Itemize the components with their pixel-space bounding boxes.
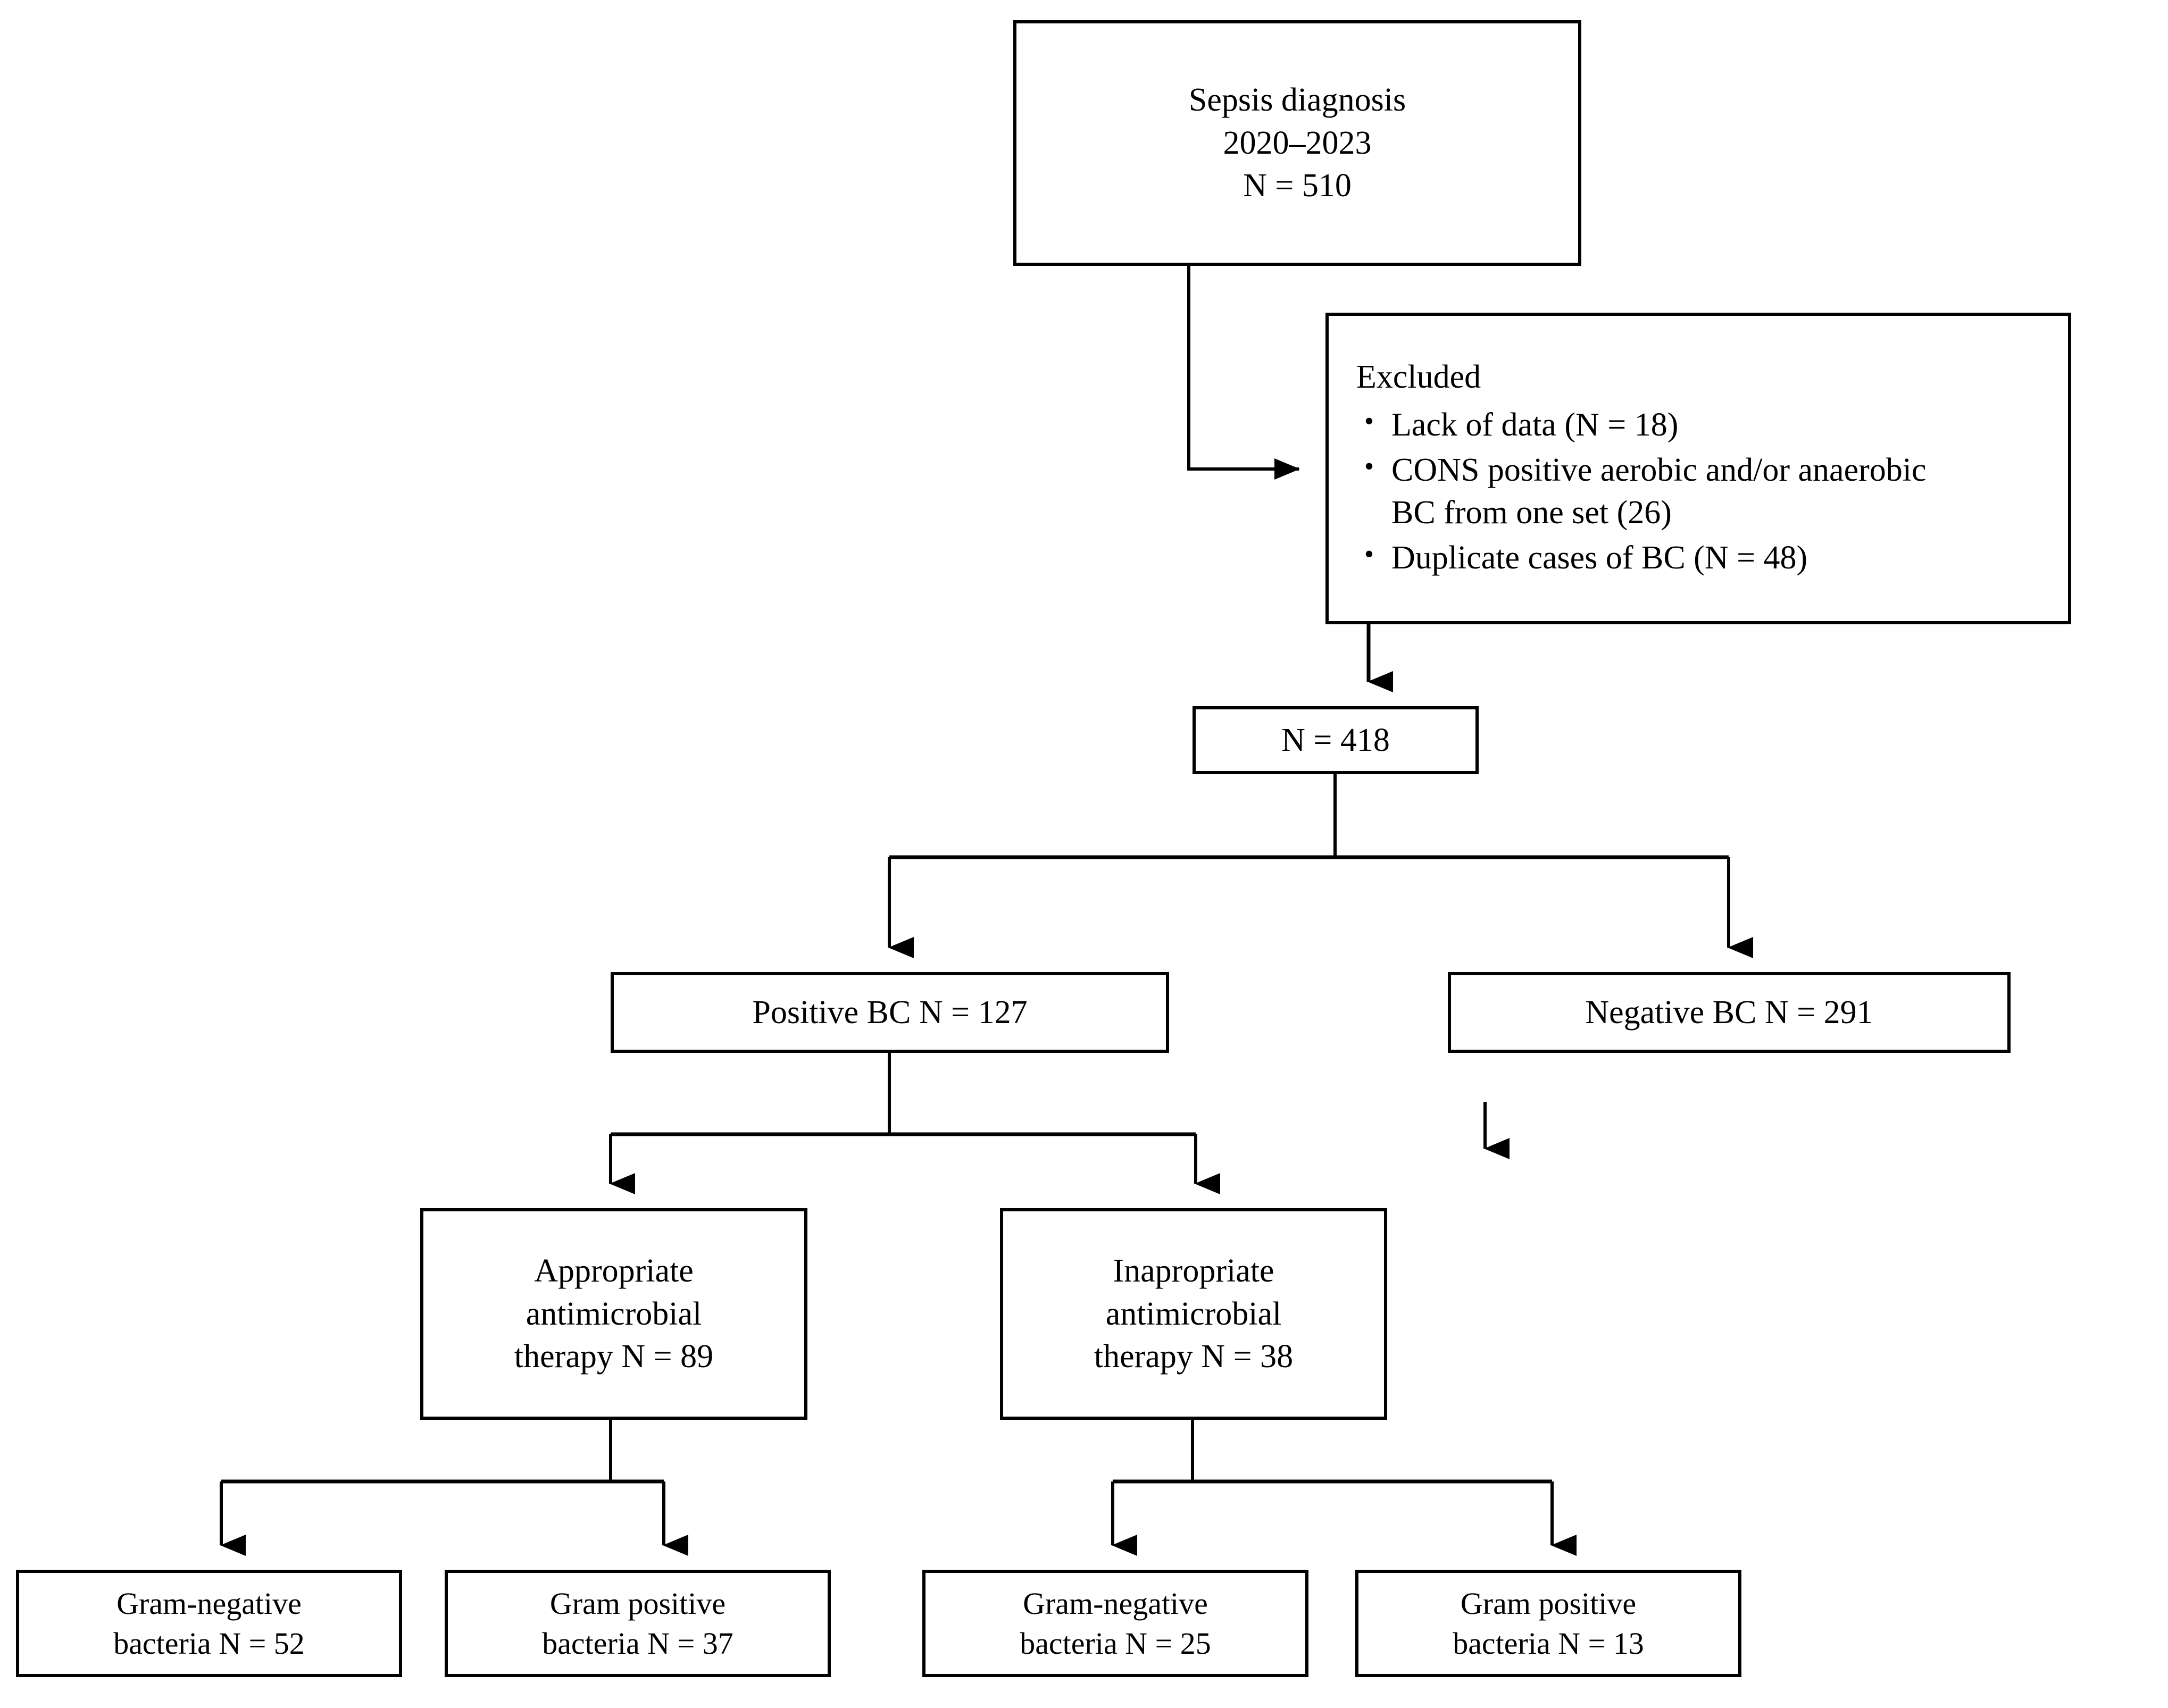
node-inappropriate-line3: therapy N = 38 — [1094, 1338, 1294, 1375]
node-inappropriate-line1: Inapropriate — [1113, 1253, 1274, 1290]
bullet-icon: • — [1364, 539, 1374, 570]
node-gram-negative-52: Gram-negative bacteria N = 52 — [16, 1570, 402, 1677]
node-gram-positive-13-line1: Gram positive — [1460, 1586, 1637, 1621]
node-included-total-line1: N = 418 — [1281, 722, 1390, 758]
excluded-reason-line2: BC from one set (26) — [1391, 495, 1672, 531]
excluded-reason-line1: Lack of data (N = 18) — [1391, 407, 1679, 443]
node-gram-negative-52-line1: Gram-negative — [116, 1586, 302, 1621]
node-appropriate-line2: antimicrobial — [526, 1295, 702, 1332]
excluded-reason-item: • Duplicate cases of BC (N = 48) — [1347, 537, 2050, 580]
node-gram-negative-25-line1: Gram-negative — [1023, 1586, 1208, 1621]
node-gram-negative-25-line2: bacteria N = 25 — [1020, 1626, 1211, 1661]
node-sepsis-line1: Sepsis diagnosis — [1188, 82, 1406, 119]
node-sepsis-diagnosis: Sepsis diagnosis 2020–2023 N = 510 — [1013, 20, 1581, 266]
node-gram-positive-37: Gram positive bacteria N = 37 — [445, 1570, 831, 1677]
node-sepsis-line3: N = 510 — [1243, 168, 1352, 204]
excluded-reason-line1: CONS positive aerobic and/or anaerobic — [1391, 451, 1927, 488]
excluded-reason-text: CONS positive aerobic and/or anaerobic B… — [1391, 449, 2050, 534]
excluded-reason-text: Lack of data (N = 18) — [1391, 404, 2050, 447]
node-appropriate-line3: therapy N = 89 — [514, 1338, 714, 1375]
node-negative-blood-culture: Negative BC N = 291 — [1448, 972, 2011, 1053]
excluded-reason-line1: Duplicate cases of BC (N = 48) — [1391, 539, 1808, 576]
node-gram-negative-52-line2: bacteria N = 52 — [113, 1626, 305, 1661]
node-gram-positive-13-line2: bacteria N = 13 — [1453, 1626, 1644, 1661]
node-gram-positive-13: Gram positive bacteria N = 13 — [1355, 1570, 1741, 1677]
excluded-reason-item: • CONS positive aerobic and/or anaerobic… — [1347, 449, 2050, 534]
node-inappropriate-line2: antimicrobial — [1105, 1295, 1282, 1332]
node-gram-negative-25: Gram-negative bacteria N = 25 — [922, 1570, 1308, 1677]
node-positive-bc-line1: Positive BC N = 127 — [752, 994, 1028, 1031]
node-negative-bc-line1: Negative BC N = 291 — [1585, 994, 1873, 1031]
bullet-icon: • — [1364, 451, 1374, 482]
excluded-reason-text: Duplicate cases of BC (N = 48) — [1391, 537, 2050, 580]
excluded-reason-list: • Lack of data (N = 18) • CONS positive … — [1347, 404, 2050, 581]
node-appropriate-therapy: Appropriate antimicrobial therapy N = 89 — [420, 1208, 807, 1420]
node-gram-positive-37-line1: Gram positive — [549, 1586, 726, 1621]
node-gram-positive-37-line2: bacteria N = 37 — [542, 1626, 733, 1661]
node-excluded: Excluded • Lack of data (N = 18) • CONS … — [1325, 313, 2071, 624]
bullet-icon: • — [1364, 406, 1374, 437]
edge-sepsis-to-excluded — [1187, 266, 1300, 480]
node-sepsis-line2: 2020–2023 — [1223, 124, 1372, 161]
excluded-reason-item: • Lack of data (N = 18) — [1347, 404, 2050, 447]
excluded-title: Excluded — [1356, 358, 1481, 395]
node-inappropriate-therapy: Inapropriate antimicrobial therapy N = 3… — [1000, 1208, 1387, 1420]
node-included-total: N = 418 — [1193, 706, 1479, 774]
node-positive-blood-culture: Positive BC N = 127 — [611, 972, 1169, 1053]
node-appropriate-line1: Appropriate — [534, 1253, 694, 1290]
